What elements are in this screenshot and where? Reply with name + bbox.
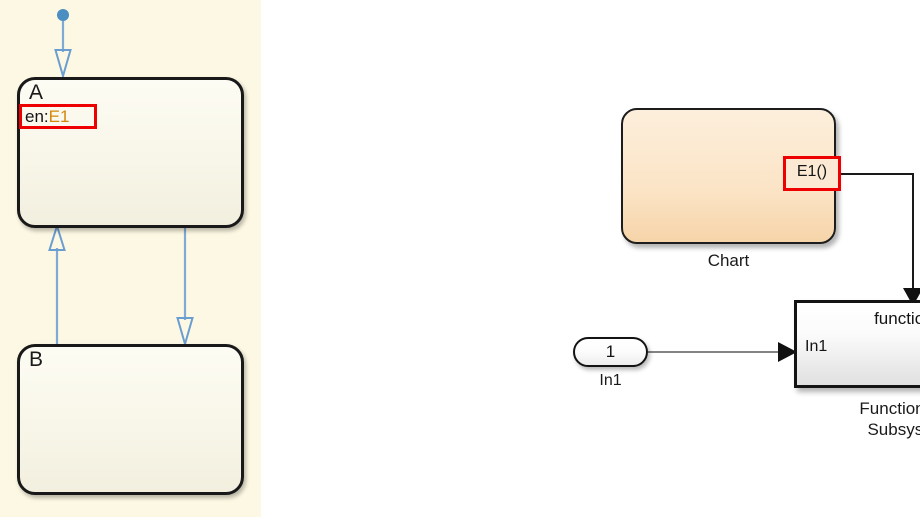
state-A[interactable]: A xyxy=(17,77,244,228)
state-B[interactable]: B xyxy=(17,344,244,495)
function-call-subsystem-caption: Function-Call Subsystem xyxy=(764,398,920,440)
function-call-wire xyxy=(841,173,914,288)
stateflow-pane: A en:E1 B xyxy=(0,0,261,517)
default-transition-arrowhead xyxy=(54,49,72,80)
transition-a-to-b-arrowhead xyxy=(176,317,194,348)
subsystem-input-port-label: In1 xyxy=(805,338,828,355)
inport-block[interactable]: 1 xyxy=(573,337,648,367)
state-A-label: A xyxy=(29,81,44,104)
state-A-entry-action-highlight[interactable]: en:E1 xyxy=(19,104,97,129)
simulink-pane: E1() Chart function() In1 Out1 Function-… xyxy=(261,0,920,517)
state-A-entry-action-text: en:E1 xyxy=(25,107,69,127)
subsystem-caption-line-1: Function-Call xyxy=(859,399,920,418)
chart-event-output-port-label: E1() xyxy=(796,163,828,180)
state-B-label: B xyxy=(29,348,44,371)
subsystem-caption-line-2: Subsystem xyxy=(867,420,920,439)
inport-caption: In1 xyxy=(599,372,622,389)
inport-number: 1 xyxy=(605,342,616,361)
entry-event-name: E1 xyxy=(48,107,70,126)
chart-event-output-port-highlight[interactable]: E1() xyxy=(783,156,841,191)
default-transition-dot xyxy=(57,9,69,21)
entry-keyword: en: xyxy=(25,107,49,126)
transition-b-to-a-arrowhead xyxy=(48,222,66,251)
function-call-trigger-label: function() xyxy=(874,309,920,328)
chart-block-caption: Chart xyxy=(707,251,750,270)
function-call-subsystem-block[interactable]: function() In1 Out1 xyxy=(794,300,920,388)
